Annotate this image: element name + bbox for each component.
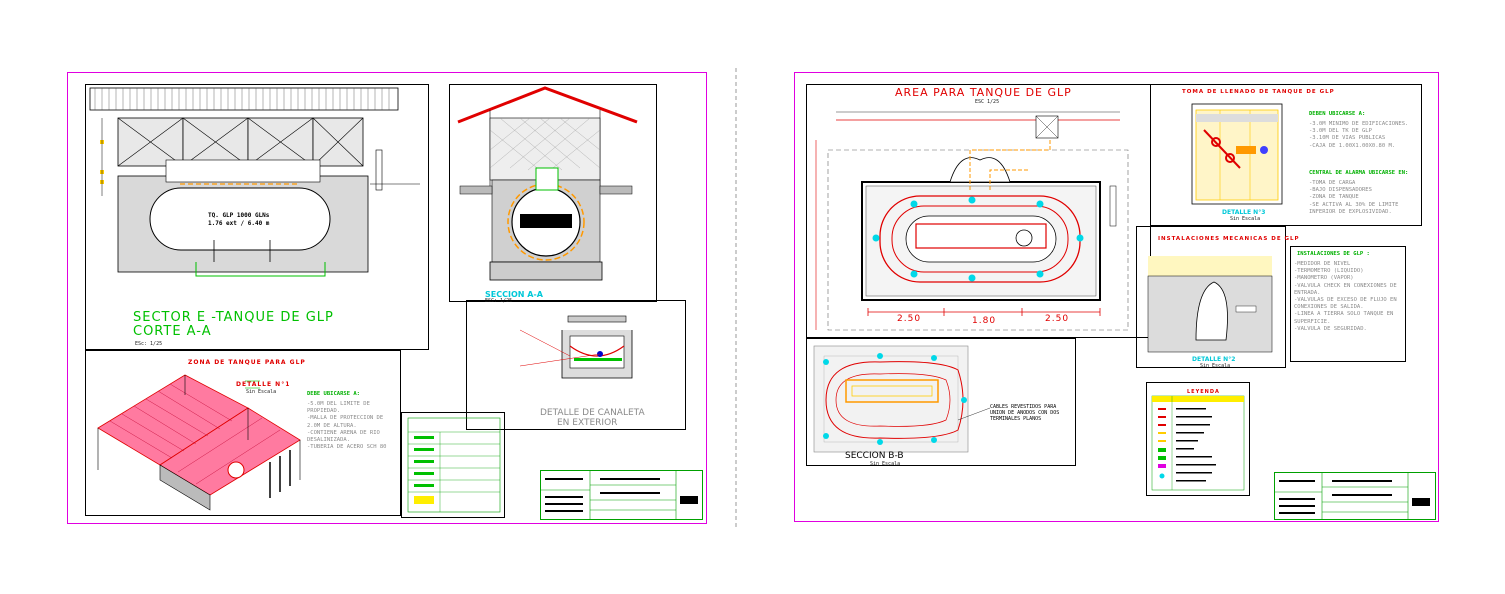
detalle1-scale: Sin Escala <box>246 389 277 395</box>
inst-list-title: INSTALACIONES DE GLP : <box>1297 251 1370 257</box>
zona-title: ZONA DE TANQUE PARA GLP <box>188 359 306 366</box>
title-block-right <box>1274 472 1436 520</box>
inst-item: -MEDIDOR DE NIVEL <box>1294 261 1351 267</box>
toma-debe-item: -3.0M MINIMO DE EDIFICACIONES. <box>1309 121 1409 127</box>
inst-title: INSTALACIONES MECANICAS DE GLP <box>1158 236 1300 242</box>
debe-item: -MALLA DE PROTECCION DE 2.0M DE ALTURA. <box>307 415 384 429</box>
inst-item: -LINEA A TIERRA SOLO TANQUE EN SUPERFICI… <box>1294 311 1394 325</box>
detalle2-title: DETALLE N°2 <box>1192 356 1236 363</box>
toma-debe-item: -CAJA DE 1.00X1.00X0.80 M. <box>1309 142 1396 149</box>
sector-title-line2: CORTE A-A <box>133 324 212 339</box>
toma-debe-list: -3.0M MINIMO DE EDIFICACIONES. -3.0M DEL… <box>1309 121 1419 150</box>
detalle3-title: DETALLE N°3 <box>1222 209 1266 216</box>
sector-e-panel <box>85 84 429 350</box>
area-title: AREA PARA TANQUE DE GLP <box>895 86 1072 99</box>
seccion-bb-title: SECCION B-B <box>845 451 904 461</box>
sector-title-line1: SECTOR E -TANQUE DE GLP <box>133 310 334 325</box>
debe-list: -5.0M DEL LIMITE DE PROPIEDAD. -MALLA DE… <box>307 401 399 451</box>
toma-title: TOMA DE LLENADO DE TANQUE DE GLP <box>1182 89 1335 95</box>
central-item: -ZONA DE TANQUE <box>1309 194 1359 201</box>
legend-table-left <box>401 412 505 518</box>
central-list: -TOMA DE CARGA -BAJO DISPENSADORES -ZONA… <box>1309 180 1419 216</box>
central-item: -TOMA DE CARGA <box>1309 180 1356 186</box>
seccion-aa-scale: ESC: 1/25 <box>485 298 513 304</box>
detalle1-title: DETALLE N°1 <box>236 381 291 388</box>
inst-item: -VALVULA DE SEGURIDAD. <box>1294 325 1367 332</box>
dim-2: 1.80 <box>972 316 997 326</box>
leyenda-panel <box>1146 382 1250 496</box>
sector-scale: ESc: 1/25 <box>135 341 163 347</box>
cables-note: CABLES REVESTIDOS PARA UNION DE ANODOS C… <box>990 404 1060 422</box>
sheet-left <box>67 72 707 524</box>
inst-list-panel <box>1290 246 1406 362</box>
central-title: CENTRAL DE ALARMA UBICARSE EN: <box>1309 170 1409 176</box>
seccion-bb-panel <box>806 338 1076 466</box>
title-block-left <box>540 470 703 520</box>
toma-llenado-panel <box>1150 84 1422 226</box>
tank-label-1: TQ. GLP 1000 GLNs <box>208 212 270 219</box>
canaleta-title-1: DETALLE DE CANALETA <box>540 408 645 418</box>
inst-list: -MEDIDOR DE NIVEL -TERMOMETRO (LIQUIDO) … <box>1294 261 1404 333</box>
inst-item: -TERMOMETRO (LIQUIDO) <box>1294 268 1364 275</box>
instalaciones-panel <box>1136 226 1286 368</box>
central-item: -SE ACTIVA AL 30% DE LIMITE INFERIOR DE … <box>1309 201 1399 215</box>
area-scale: ESC 1/25 <box>975 99 1000 105</box>
seccion-aa-panel <box>449 84 657 302</box>
tank-label-2: 1.76 ext / 6.40 m <box>208 220 270 227</box>
inst-item: -VALVULAS DE EXCESO DE FLUJO EN CONEXION… <box>1294 297 1397 311</box>
sheet-right <box>794 72 1439 522</box>
inst-item: -MANOMETRO (VAPOR) <box>1294 275 1354 282</box>
detalle3-scale: Sin Escala <box>1230 216 1261 222</box>
seccion-bb-scale: Sin Escala <box>870 461 901 467</box>
detalle2-scale: Sin Escala <box>1200 363 1231 369</box>
seccion-aa-title: SECCION A-A <box>485 290 543 299</box>
toma-debe-item: -3.0M DEL TK DE GLP <box>1309 128 1372 135</box>
debe-item: -5.0M DEL LIMITE DE PROPIEDAD. <box>307 401 370 415</box>
debe-title: DEBE UBICARSE A: <box>307 391 360 397</box>
central-item: -BAJO DISPENSADORES <box>1309 187 1372 194</box>
toma-debe-title: DEBEN UBICARSE A: <box>1309 111 1366 117</box>
canaleta-title-2: EN EXTERIOR <box>557 418 618 428</box>
zona-tanque-panel <box>85 350 401 516</box>
canaleta-panel <box>466 300 686 430</box>
dim-1: 2.50 <box>897 314 922 324</box>
toma-debe-item: -3.10M DE VIAS PUBLICAS <box>1309 135 1386 142</box>
dim-3: 2.50 <box>1045 314 1070 324</box>
debe-item: -TUBERIA DE ACERO SCH 80 <box>307 444 387 451</box>
debe-item: -CONTIENE ARENA DE RIO DESALINIZADA. <box>307 429 380 444</box>
leyenda-title: LEYENDA <box>1187 389 1220 395</box>
inst-item: -VALVULA CHECK EN CONEXIONES DE ENTRADA. <box>1294 282 1397 296</box>
